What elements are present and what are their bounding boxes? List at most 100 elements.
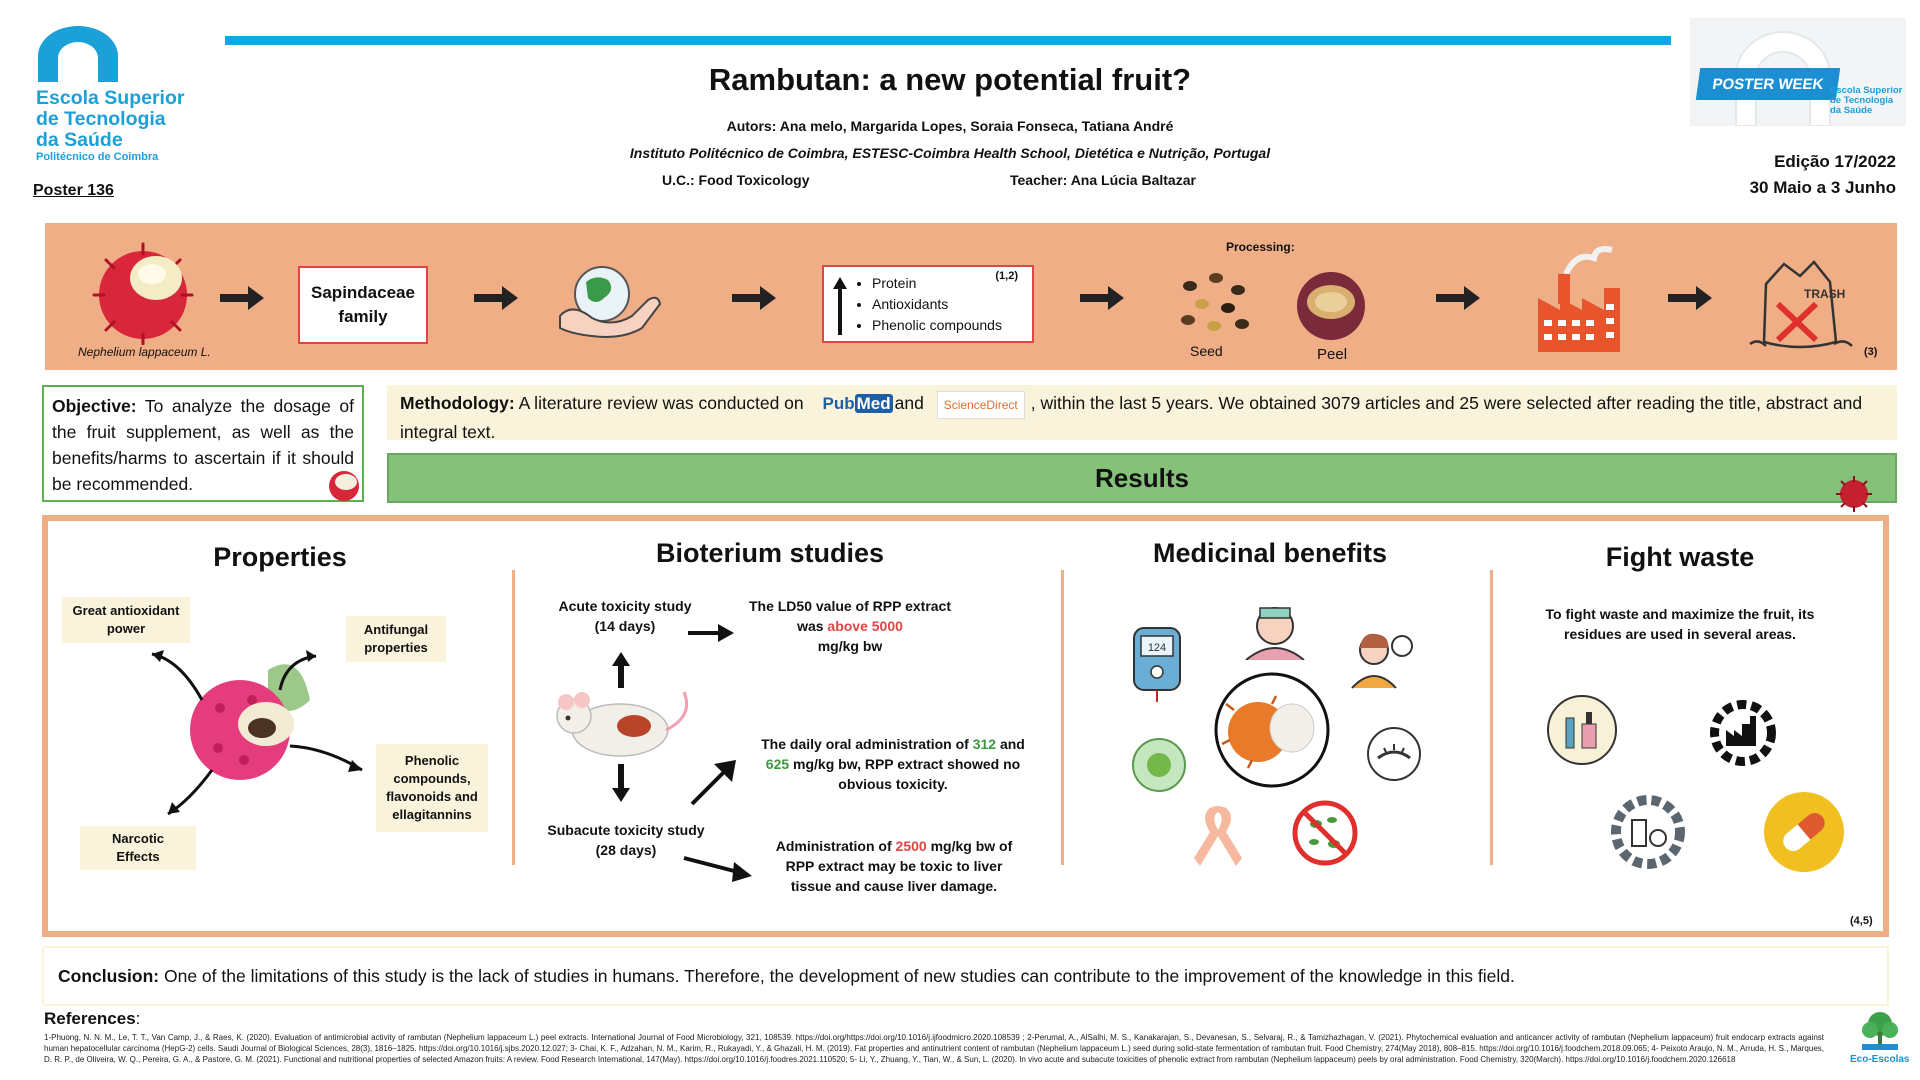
admin-text-a: Administration of bbox=[775, 838, 892, 854]
arrow-right-icon bbox=[220, 286, 264, 310]
arrow-down-icon bbox=[612, 764, 630, 802]
arrow-down-right-icon bbox=[683, 856, 752, 882]
pw-side-1: Escola Superior bbox=[1830, 85, 1903, 96]
ld50-text-b: mg/kg bw bbox=[817, 638, 883, 654]
daily-text-a: The daily oral administration of bbox=[761, 736, 969, 752]
references-title: References: bbox=[44, 1009, 140, 1029]
band-ref: (3) bbox=[1864, 346, 1878, 358]
medicinal-title: Medicinal benefits bbox=[1152, 538, 1388, 568]
references-body: 1-Phuong, N. N. M., Le, T. T., Van Camp,… bbox=[44, 1033, 1824, 1064]
admin-highlight: 2500 bbox=[895, 838, 927, 854]
arrow-right-icon bbox=[732, 286, 776, 310]
compounds-ref: (1,2) bbox=[995, 270, 1018, 282]
family-line-1: Sapindaceae bbox=[311, 283, 415, 302]
food-gear-icon bbox=[1611, 795, 1685, 869]
subacute-line-1: Subacute toxicity study bbox=[547, 822, 705, 838]
objective-text: To analyze the dosage of the fruit suppl… bbox=[52, 396, 355, 494]
conclusion-text: One of the limitations of this study is … bbox=[163, 966, 1515, 986]
sleep-eye-icon bbox=[1367, 727, 1421, 781]
family-line-2: family bbox=[338, 307, 388, 326]
poster-week-school: Escola Superior de Tecnologia da Saúde bbox=[1830, 86, 1902, 116]
bioterium-title: Bioterium studies bbox=[655, 538, 885, 568]
acute-line-1: Acute toxicity study bbox=[558, 598, 692, 614]
section-divider bbox=[1490, 570, 1493, 865]
trash-bag-crossed-icon: TRASH bbox=[1749, 260, 1853, 349]
cosmetics-icon bbox=[1547, 695, 1617, 765]
institution: Instituto Politécnico de Coimbra, ESTESC… bbox=[629, 145, 1271, 161]
pubmed-med: Med bbox=[854, 394, 893, 413]
logo-line-3: da Saúde bbox=[36, 129, 123, 151]
school-logo-icon bbox=[38, 26, 118, 82]
rambutan-fruit-icon bbox=[92, 242, 194, 345]
hand-globe-icon bbox=[559, 266, 662, 338]
peel-icon bbox=[1297, 272, 1365, 340]
methodology-box: Methodology: A literature review was con… bbox=[387, 385, 1897, 442]
waste-text: To fight waste and maximize the fruit, i… bbox=[1545, 606, 1815, 642]
arrow-right-icon bbox=[688, 624, 734, 642]
properties-title: Properties bbox=[213, 542, 347, 572]
results-ref: (4,5) bbox=[1850, 915, 1873, 927]
compound-item: Antioxidants bbox=[872, 294, 1002, 315]
increase-arrow-icon bbox=[833, 277, 847, 335]
arrow-right-icon bbox=[1436, 286, 1480, 310]
compound-item: Protein bbox=[872, 273, 1002, 294]
ld50-highlight: above 5000 bbox=[827, 618, 903, 634]
daily-highlight-2: 625 bbox=[765, 756, 790, 772]
medicine-capsule-icon bbox=[1764, 792, 1844, 872]
narcotic-tag: Narcotic Effects bbox=[80, 826, 196, 870]
eco-escolas-logo-icon bbox=[1862, 1012, 1898, 1050]
authors-label: Autors: bbox=[726, 118, 777, 134]
daily-and: and bbox=[999, 736, 1025, 752]
pubmed-pub: Pub bbox=[822, 394, 855, 413]
rambutan-corner-icon bbox=[1836, 476, 1872, 512]
arrow-up-right-icon bbox=[690, 760, 736, 806]
species-name: Nephelium lappaceum L. bbox=[78, 345, 211, 359]
processing-label: Processing: bbox=[1226, 240, 1295, 254]
daily-administration-result: The daily oral administration of 312 and… bbox=[758, 734, 1028, 794]
industry-gear-icon bbox=[1710, 700, 1776, 766]
fever-patient-icon bbox=[1245, 607, 1305, 660]
objective-label: Objective: bbox=[52, 396, 137, 416]
seeds-icon bbox=[1181, 273, 1249, 331]
arrow-right-icon bbox=[1668, 286, 1712, 310]
admin-text-b: mg/kg bw of RPP extract may be toxic to … bbox=[785, 838, 1013, 894]
methodology-text-2: , within the last 5 years. We obtained 3… bbox=[400, 393, 1863, 442]
daily-text-b: mg/kg bw, RPP extract showed no obvious … bbox=[793, 756, 1021, 792]
methodology-and: and bbox=[894, 393, 924, 413]
peel-label: Peel bbox=[1317, 346, 1348, 363]
phenolic-tag: Phenolic compounds, flavonoids and ellag… bbox=[376, 744, 488, 832]
antioxidant-tag: Great antioxidant power bbox=[62, 597, 190, 643]
eco-escolas-label: Eco-Escolas bbox=[1850, 1054, 1910, 1065]
glucometer-icon: 124 bbox=[1133, 627, 1181, 702]
antibacterial-icon bbox=[1292, 800, 1358, 866]
conclusion-label: Conclusion: bbox=[58, 966, 160, 986]
trash-label: TRASH bbox=[1804, 287, 1845, 301]
waste-title: Fight waste bbox=[1605, 542, 1755, 572]
subacute-study: Subacute toxicity study (28 days) bbox=[536, 820, 716, 860]
cell-icon bbox=[1132, 738, 1186, 792]
references-label: References bbox=[44, 1009, 136, 1028]
authors-line: Autors: Ana melo, Margarida Lopes, Sorai… bbox=[400, 118, 1500, 134]
lab-mouse-icon bbox=[556, 691, 689, 757]
arrow-right-icon bbox=[474, 286, 518, 310]
seed-label: Seed bbox=[1190, 343, 1223, 359]
ld50-result: The LD50 value of RPP extract was above … bbox=[740, 596, 960, 656]
results-title: Results bbox=[387, 453, 1897, 503]
course-unit: U.C.: Food Toxicology bbox=[662, 172, 810, 188]
authors-names: Ana melo, Margarida Lopes, Soraia Fonsec… bbox=[779, 118, 1174, 134]
logo-subtitle: Politécnico de Coimbra bbox=[36, 151, 159, 163]
compounds-box: (1,2) Protein Antioxidants Phenolic comp… bbox=[822, 265, 1034, 343]
arrow-right-icon bbox=[1080, 286, 1124, 310]
logo-line-1: Escola Superior bbox=[36, 87, 185, 109]
family-box: Sapindaceae family bbox=[298, 266, 428, 344]
methodology-text-1: A literature review was conducted on bbox=[518, 393, 804, 413]
rambutan-leaf-illustration bbox=[151, 650, 363, 816]
pw-side-2: de Tecnologia bbox=[1830, 95, 1894, 106]
subacute-line-2: (28 days) bbox=[595, 842, 657, 858]
compound-item: Phenolic compounds bbox=[872, 315, 1002, 336]
conclusion-box: Conclusion: One of the limitations of th… bbox=[42, 946, 1889, 1006]
arrow-up-icon bbox=[612, 652, 630, 688]
hair-loss-woman-icon bbox=[1351, 633, 1413, 689]
glucometer-value: 124 bbox=[1148, 642, 1166, 654]
